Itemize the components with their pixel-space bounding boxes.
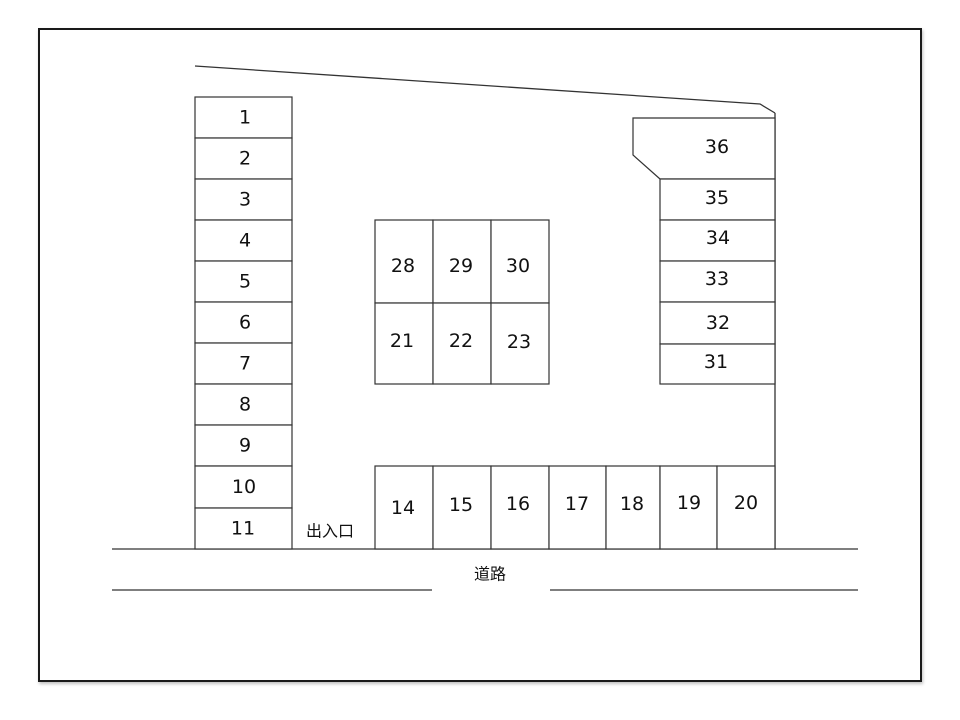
space-number: 20 [734,492,758,514]
parking-space[interactable]: 14 [374,465,434,550]
space-number: 35 [705,187,729,209]
space-number: 34 [706,227,730,249]
parking-space[interactable]: 6 [194,301,293,344]
space-number: 4 [239,230,251,252]
space-number: 5 [239,271,251,293]
space-number: 18 [620,493,644,515]
parking-space[interactable]: 3 [194,178,293,221]
space-number: 1 [239,107,251,129]
entrance-label: 出入口 [306,522,354,541]
bottom-row-spaces: 14 15 16 17 18 19 20 [374,465,776,550]
left-column-spaces: 1 2 3 4 5 6 7 8 [194,96,293,550]
space-number: 7 [239,353,251,375]
lot-top-boundary [194,65,776,114]
right-column-spaces: 36 35 34 33 32 31 [632,117,776,385]
parking-space[interactable]: 34 [659,219,776,262]
parking-space[interactable]: 20 [716,465,776,550]
parking-space[interactable]: 9 [194,424,293,467]
space-number: 22 [449,330,473,352]
space-number: 17 [565,493,589,515]
parking-space[interactable]: 11 [194,507,293,550]
space-number: 30 [506,255,530,277]
parking-space[interactable]: 33 [659,260,776,303]
parking-space[interactable]: 1 [194,96,293,139]
parking-space[interactable]: 15 [432,465,492,550]
space-number: 16 [506,493,530,515]
space-number: 10 [232,476,256,498]
space-number: 9 [239,435,251,457]
parking-space[interactable]: 35 [659,178,776,221]
space-number: 21 [390,330,414,352]
parking-space[interactable]: 22 [432,302,492,385]
parking-space[interactable]: 8 [194,383,293,426]
road-label: 道路 [474,565,506,584]
parking-space[interactable]: 17 [548,465,607,550]
parking-space[interactable]: 31 [659,343,776,385]
space-number: 11 [231,518,255,540]
space-number: 31 [704,351,728,373]
parking-space[interactable]: 2 [194,137,293,180]
space-number: 3 [239,189,251,211]
parking-space[interactable]: 5 [194,260,293,303]
center-block-spaces: 28 29 30 21 22 23 [374,219,550,385]
parking-space[interactable]: 36 [632,117,776,180]
space-number: 29 [449,255,473,277]
parking-space[interactable]: 21 [374,302,434,385]
parking-space[interactable]: 16 [490,465,550,550]
space-number: 19 [677,492,701,514]
parking-space[interactable]: 18 [605,465,661,550]
space-number: 36 [705,136,729,158]
space-number: 2 [239,148,251,170]
space-number: 8 [239,394,251,416]
parking-space[interactable]: 10 [194,465,293,509]
parking-space[interactable]: 30 [490,219,550,304]
parking-space[interactable]: 32 [659,301,776,345]
parking-space[interactable]: 23 [490,302,550,385]
space-number: 14 [391,497,415,519]
parking-space[interactable]: 7 [194,342,293,385]
space-number: 32 [706,312,730,334]
space-number: 6 [239,312,251,334]
space-number: 28 [391,255,415,277]
space-number: 15 [449,494,473,516]
parking-space[interactable]: 4 [194,219,293,262]
parking-space[interactable]: 19 [659,465,718,550]
space-number: 23 [507,331,531,353]
parking-space[interactable]: 28 [374,219,434,304]
space-number: 33 [705,268,729,290]
parking-space[interactable]: 29 [432,219,492,304]
